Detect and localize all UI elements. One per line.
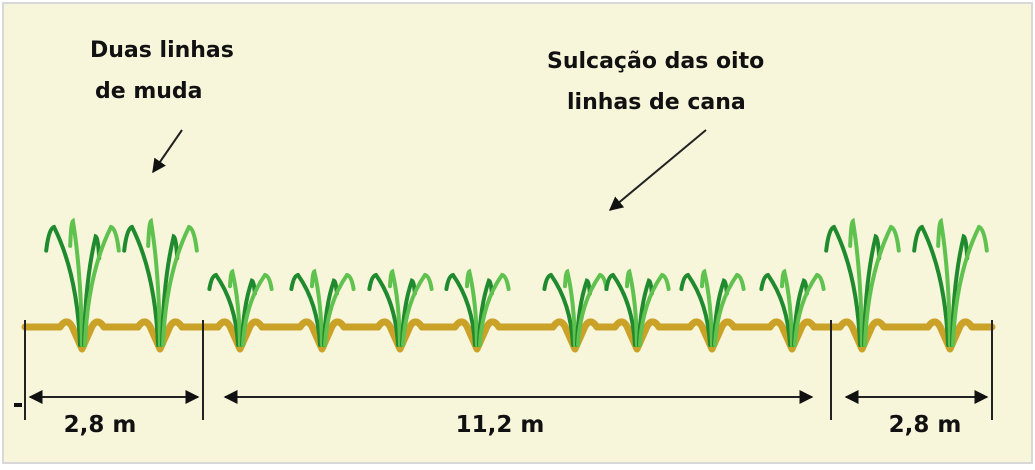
leaf [542, 272, 575, 347]
diagram-background [2, 2, 1033, 464]
leaf [936, 217, 952, 347]
leaf [323, 272, 356, 347]
cane-plant-1 [207, 268, 274, 347]
soil-line [21, 318, 996, 353]
leaf [122, 224, 160, 347]
seedling-plant-3 [824, 217, 901, 347]
leaf [912, 224, 950, 347]
leaf [44, 224, 82, 347]
leaf [478, 272, 511, 347]
seedling-label-line1: Duas linhas [90, 38, 234, 63]
leaf [322, 278, 339, 347]
leaf [950, 233, 970, 347]
cane-plant-3 [367, 268, 434, 347]
leaf [624, 268, 639, 347]
leaf [848, 217, 864, 347]
leaf [679, 272, 712, 347]
cane-plant-5 [542, 268, 609, 347]
plants-layer [44, 217, 989, 347]
leaf [477, 278, 494, 347]
leaf [240, 278, 257, 347]
leaf [68, 217, 84, 347]
dimension-label-right: 2,8 m [889, 412, 962, 438]
furrow-label-line1: Sulcação das oito [547, 49, 764, 74]
leaf [444, 272, 477, 347]
leaf [792, 278, 809, 347]
leaf [161, 224, 199, 347]
leaf [562, 268, 577, 347]
leaf [793, 272, 826, 347]
leaf [713, 272, 746, 347]
leaf [464, 268, 479, 347]
cane-plant-6 [604, 268, 671, 347]
leaf [401, 272, 434, 347]
leaf [83, 224, 121, 347]
leaf [712, 278, 729, 347]
leaf [638, 272, 671, 347]
seedling-plant-2 [122, 217, 199, 347]
leaf [862, 233, 882, 347]
leaf [576, 272, 609, 347]
cane-plant-2 [289, 268, 356, 347]
leaf [575, 278, 592, 347]
seedling-plant-1 [44, 217, 121, 347]
seedling-plant-4 [912, 217, 989, 347]
furrow-pointer-arrow [608, 129, 707, 211]
leaf [241, 272, 274, 347]
dimension-label-left: 2,8 m [64, 412, 137, 438]
leaf [699, 268, 714, 347]
leaf [146, 217, 162, 347]
cane-plant-8 [759, 268, 826, 347]
leaf [637, 278, 654, 347]
leaf [824, 224, 862, 347]
leaf [309, 268, 324, 347]
leaf [604, 272, 637, 347]
leaf [400, 278, 417, 347]
leaf [387, 268, 402, 347]
leaf [759, 272, 792, 347]
cane-plant-7 [679, 268, 746, 347]
seedling-label-line2: de muda [95, 79, 203, 104]
leaf [367, 272, 400, 347]
leaf [779, 268, 794, 347]
leaf [82, 233, 102, 347]
furrow-label-line2: linhas de cana [567, 90, 746, 115]
leaf [207, 272, 240, 347]
leaf [227, 268, 242, 347]
leaf [289, 272, 322, 347]
leaf [951, 224, 989, 347]
leaf [160, 233, 180, 347]
seedling-pointer-arrow [152, 129, 183, 174]
dimension-label-center: 11,2 m [456, 412, 545, 438]
cane-plant-4 [444, 268, 511, 347]
leaf [863, 224, 901, 347]
